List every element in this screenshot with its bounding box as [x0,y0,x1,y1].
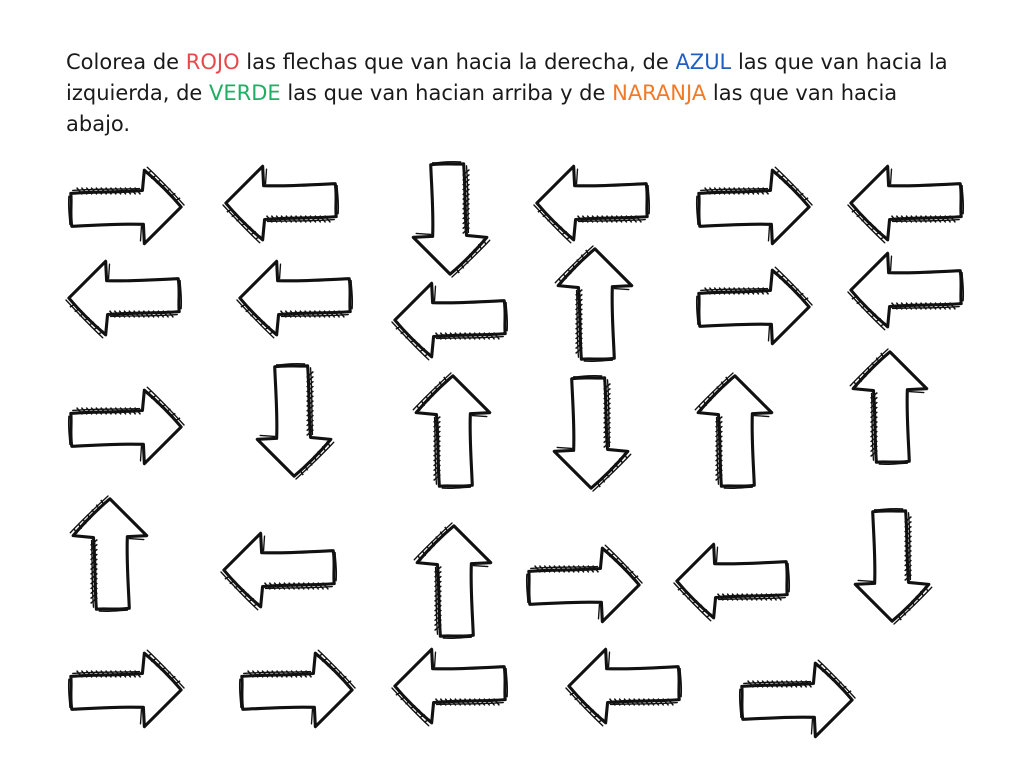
instruction-part: las flechas que van hacia la derecha, de [239,50,676,74]
color-word-rojo: ROJO [185,50,240,74]
arrow-up-icon [412,372,492,490]
instructions-text: Colorea de ROJO las flechas que van haci… [66,47,966,140]
instruction-part: las que van hacia la izquierda, de [66,50,948,105]
arrow-left-icon [220,531,338,611]
arrow-left-icon [533,164,651,244]
color-word-naranja: NARANJA [612,81,707,105]
arrow-left-icon [847,164,965,244]
arrow-right-icon [67,166,185,246]
arrow-right-icon [695,166,813,246]
arrow-right-icon [695,266,813,346]
arrow-up-icon [554,245,634,363]
arrow-up-icon [69,495,149,613]
arrow-left-icon [391,281,509,361]
color-word-azul: AZUL [675,50,732,74]
arrow-up-icon [413,522,493,640]
arrow-right-icon [67,386,185,466]
arrow-down-icon [552,374,632,492]
arrow-left-icon [65,259,183,339]
arrow-left-icon [673,542,791,622]
arrow-left-icon [222,164,340,244]
arrow-left-icon [847,251,965,331]
arrow-up-icon [849,348,929,466]
arrow-right-icon [67,649,185,729]
arrow-right-icon [238,649,356,729]
arrow-down-icon [411,160,491,278]
arrow-left-icon [565,647,683,727]
arrow-right-icon [738,659,856,739]
arrow-down-icon [255,362,335,480]
arrow-left-icon [391,647,509,727]
instruction-part: las que van hacian arriba y de [280,81,613,105]
arrow-left-icon [236,259,354,339]
arrow-right-icon [525,544,643,624]
arrow-up-icon [694,372,774,490]
arrow-down-icon [853,507,933,625]
color-word-verde: VERDE [209,81,281,105]
instruction-part: Colorea de [66,50,186,74]
instruction-part: las que van hacia abajo. [66,81,898,136]
